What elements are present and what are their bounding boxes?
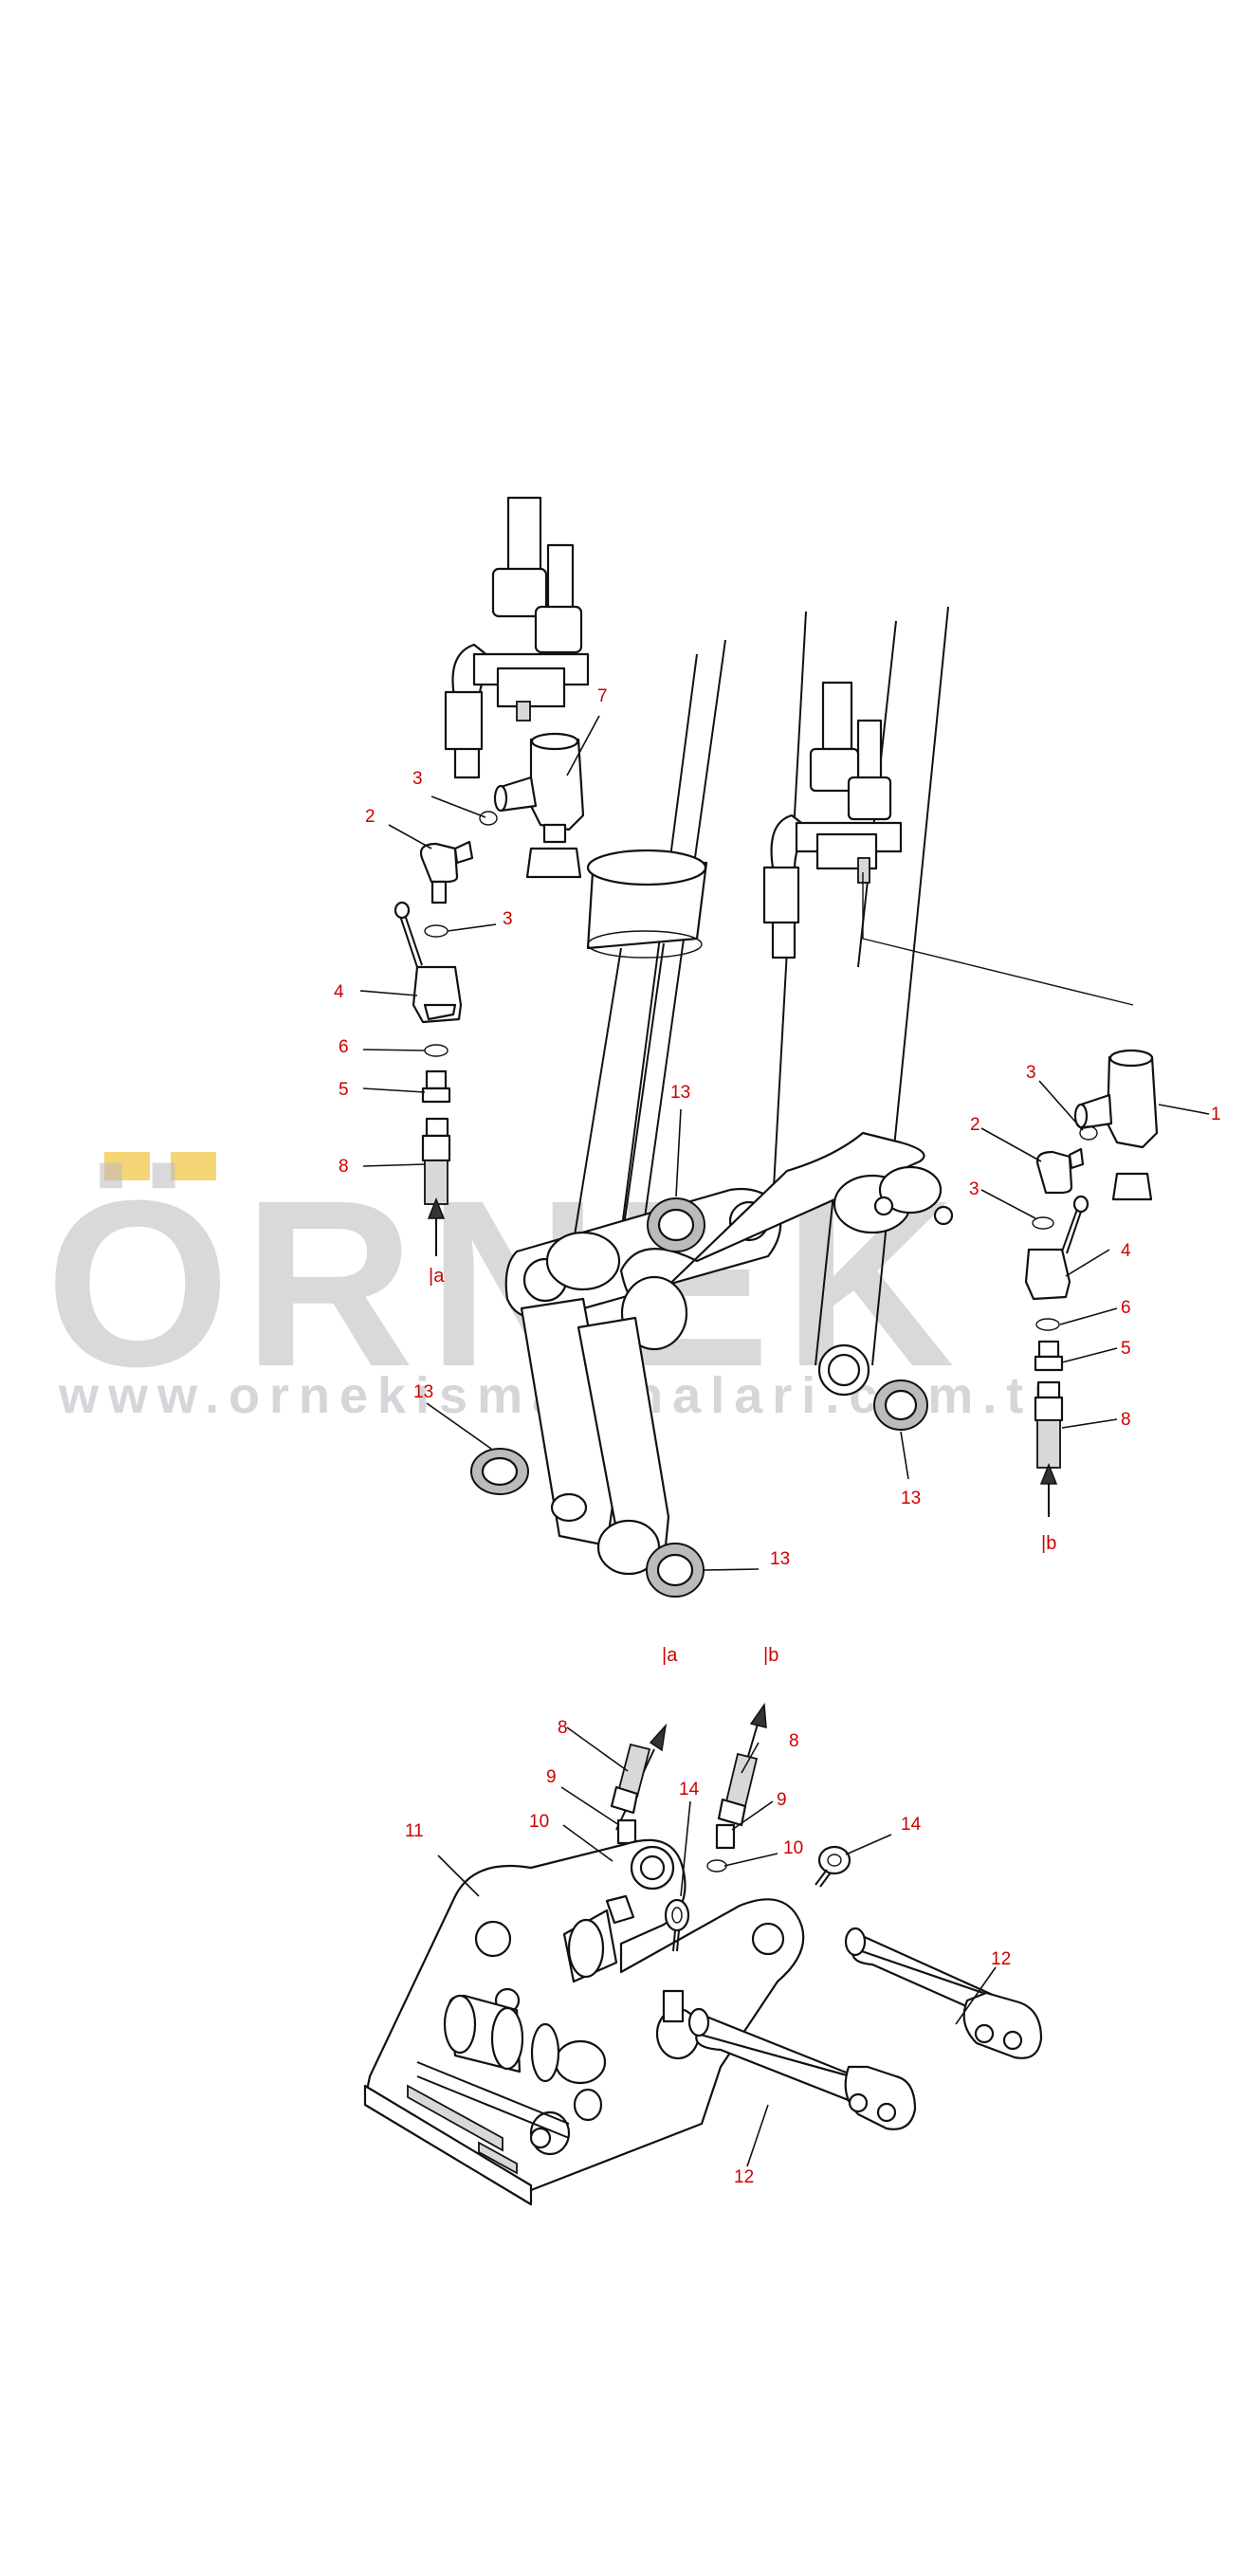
flow-label-b: |b	[763, 1645, 778, 1666]
callouts-lower: |a |b 8 8 9 9 10 10 14 14 11 12 12	[405, 1645, 1011, 2187]
callout-2: 2	[365, 807, 375, 827]
hose-block-right	[762, 681, 1134, 1006]
callout-3: 3	[1026, 1063, 1036, 1083]
callout-13: 13	[670, 1083, 690, 1103]
callout-6: 6	[339, 1037, 349, 1057]
callout-4: 4	[1121, 1241, 1131, 1261]
fitting-stack-left	[394, 732, 585, 1256]
callout-4: 4	[334, 982, 344, 1002]
callouts-upper-left: 7 3 2 3 4 6 5 8 |a	[334, 686, 608, 1287]
callouts-upper-right: 1 3 2 3 4 6 5 8 |b	[969, 1063, 1221, 1554]
callout-5: 5	[1121, 1339, 1131, 1359]
umlaut-dot-left	[104, 1152, 150, 1180]
flow-label-a: |a	[429, 1266, 445, 1287]
callout-9: 9	[546, 1767, 557, 1787]
callout-11: 11	[405, 1821, 424, 1841]
callout-8: 8	[1121, 1410, 1131, 1430]
callout-8: 8	[789, 1731, 799, 1751]
callout-9: 9	[777, 1790, 787, 1810]
callout-3: 3	[412, 769, 423, 789]
flow-label-a: |a	[662, 1645, 678, 1666]
hose-block-left	[444, 496, 590, 779]
callout-10: 10	[783, 1838, 803, 1858]
callout-5: 5	[339, 1080, 349, 1100]
umlaut-dot-right	[171, 1152, 216, 1180]
callouts-washers: 13 13 13 13	[413, 1083, 921, 1569]
quick-coupler-assembly	[363, 1702, 1043, 2206]
callout-13: 13	[770, 1549, 790, 1569]
callout-6: 6	[1121, 1298, 1131, 1318]
callout-2: 2	[970, 1115, 980, 1135]
callout-12: 12	[991, 1949, 1011, 1969]
boom-arm	[504, 606, 954, 1576]
leader-lines	[359, 715, 1210, 2167]
callout-10: 10	[529, 1812, 549, 1832]
callout-3: 3	[969, 1179, 980, 1199]
callout-8: 8	[339, 1157, 349, 1177]
callout-1: 1	[1211, 1105, 1221, 1124]
callout-14: 14	[679, 1780, 700, 1800]
flow-label-b: |b	[1041, 1533, 1056, 1554]
callout-12: 12	[734, 2167, 754, 2187]
washers	[470, 1197, 928, 1598]
callout-8: 8	[558, 1718, 568, 1738]
fitting-stack-right	[1024, 1049, 1159, 1517]
callout-13: 13	[413, 1382, 433, 1402]
callout-14: 14	[901, 1815, 922, 1835]
callout-7: 7	[597, 686, 608, 706]
callout-3: 3	[503, 909, 513, 929]
callout-13: 13	[901, 1489, 921, 1508]
